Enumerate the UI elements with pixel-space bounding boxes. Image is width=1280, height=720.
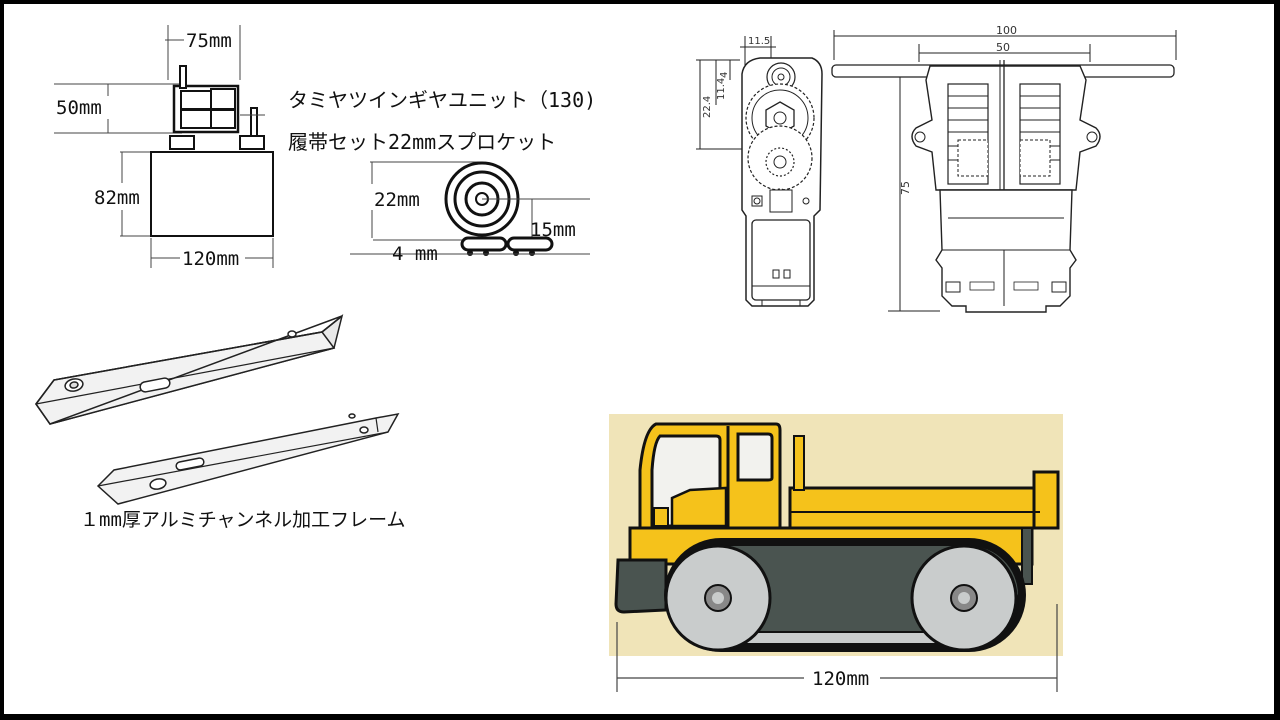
dim-22mm: 22mm [374, 189, 420, 211]
battery-box [150, 151, 274, 237]
gear-unit-label: タミヤツインギヤユニット（130) [288, 88, 596, 112]
dim-15mm: 15mm [530, 219, 576, 241]
dim-120mm-truck: 120mm [812, 668, 869, 690]
dim-4mm: 4 mm [392, 243, 438, 265]
diagram-svg: 75mm 50mm 82mm 120mm タミヤツインギヤユニ [35, 24, 1177, 692]
aluminum-frames [35, 314, 400, 505]
gearbox-battery-sketch: 75mm 50mm 82mm 120mm [54, 25, 274, 270]
canvas: 75mm 50mm 82mm 120mm タミヤツインギヤユニ [4, 4, 1274, 714]
dim-120mm-battery: 120mm [182, 248, 239, 270]
dim-82mm: 82mm [94, 187, 140, 209]
dim-75mm: 75mm [186, 30, 232, 52]
gearbox-front-view: 100 50 75 [831, 24, 1177, 313]
dim-75: 75 [899, 181, 912, 195]
dim-22-4: 22.4 [702, 96, 713, 118]
dim-11-5: 11.5 [748, 36, 770, 47]
gearbox-side-view: 11.5 22.4 11.4 4 [696, 36, 823, 307]
dim-11-4: 11.4 [716, 78, 727, 100]
sprocket-diagram: 22mm 15mm 4 mm [350, 161, 590, 265]
truck-illustration: 120mm [609, 414, 1063, 692]
dim-50mm: 50mm [56, 97, 102, 119]
track-set-label: 履帯セット22mmスプロケット [288, 130, 556, 154]
dim-100: 100 [996, 24, 1017, 37]
dim-4: 4 [719, 72, 730, 78]
frame-label: １mm厚アルミチャンネル加工フレーム [80, 509, 406, 531]
dim-50: 50 [996, 41, 1010, 54]
